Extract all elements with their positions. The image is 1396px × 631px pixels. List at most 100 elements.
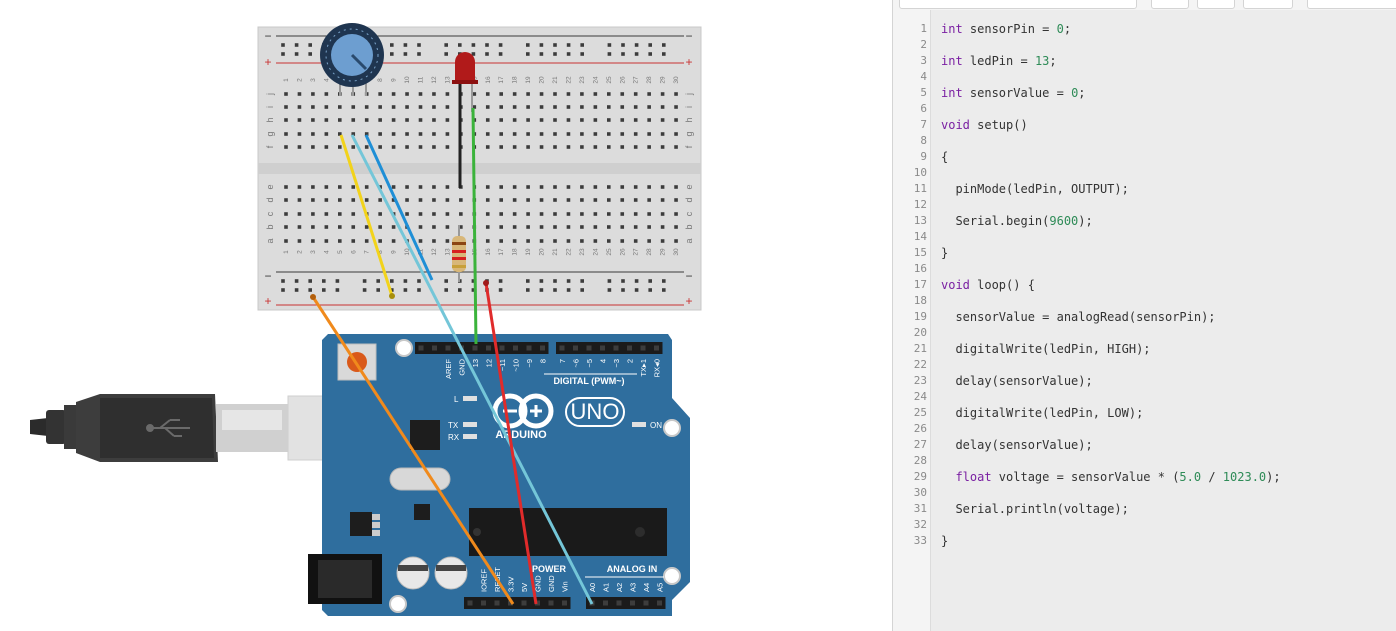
terminal-hole[interactable] bbox=[324, 239, 329, 243]
rail-hole[interactable] bbox=[281, 288, 285, 292]
terminal-hole[interactable] bbox=[526, 145, 530, 149]
terminal-hole[interactable] bbox=[311, 185, 315, 189]
terminal-hole[interactable] bbox=[526, 212, 530, 216]
terminal-hole[interactable] bbox=[472, 105, 477, 109]
terminal-hole[interactable] bbox=[566, 198, 571, 202]
code-line[interactable]: void setup() bbox=[941, 117, 1028, 133]
terminal-hole[interactable] bbox=[297, 225, 302, 229]
terminal-hole[interactable] bbox=[378, 92, 382, 96]
terminal-hole[interactable] bbox=[364, 225, 369, 229]
terminal-hole[interactable] bbox=[418, 185, 423, 189]
terminal-hole[interactable] bbox=[512, 118, 517, 122]
code-line[interactable]: { bbox=[941, 149, 948, 165]
terminal-hole[interactable] bbox=[526, 132, 530, 136]
rail-hole[interactable] bbox=[539, 52, 544, 56]
terminal-hole[interactable] bbox=[660, 212, 665, 216]
rail-hole[interactable] bbox=[322, 288, 326, 292]
rail-hole[interactable] bbox=[376, 279, 380, 283]
terminal-hole[interactable] bbox=[391, 198, 396, 202]
terminal-hole[interactable] bbox=[445, 225, 450, 229]
terminal-hole[interactable] bbox=[607, 132, 611, 136]
rail-hole[interactable] bbox=[390, 52, 394, 56]
terminal-hole[interactable] bbox=[620, 185, 625, 189]
terminal-hole[interactable] bbox=[324, 225, 329, 229]
terminal-hole[interactable] bbox=[607, 198, 611, 202]
header-pin[interactable] bbox=[526, 345, 532, 351]
terminal-hole[interactable] bbox=[324, 105, 329, 109]
terminal-hole[interactable] bbox=[553, 92, 557, 96]
terminal-hole[interactable] bbox=[311, 92, 315, 96]
terminal-hole[interactable] bbox=[405, 105, 409, 109]
rail-hole[interactable] bbox=[580, 43, 584, 47]
terminal-hole[interactable] bbox=[338, 239, 342, 243]
terminal-hole[interactable] bbox=[445, 239, 450, 243]
terminal-hole[interactable] bbox=[512, 198, 517, 202]
rail-hole[interactable] bbox=[403, 43, 408, 47]
code-line[interactable]: pinMode(ledPin, OUTPUT); bbox=[941, 181, 1128, 197]
rail-hole[interactable] bbox=[417, 279, 421, 283]
terminal-hole[interactable] bbox=[620, 239, 625, 243]
terminal-hole[interactable] bbox=[647, 212, 651, 216]
terminal-hole[interactable] bbox=[512, 225, 517, 229]
code-line[interactable]: Serial.begin(9600); bbox=[941, 213, 1092, 229]
terminal-hole[interactable] bbox=[432, 212, 436, 216]
rail-hole[interactable] bbox=[308, 279, 312, 283]
rail-hole[interactable] bbox=[539, 43, 544, 47]
rail-hole[interactable] bbox=[308, 43, 312, 47]
terminal-hole[interactable] bbox=[593, 212, 598, 216]
terminal-hole[interactable] bbox=[432, 185, 436, 189]
terminal-hole[interactable] bbox=[445, 118, 450, 122]
rail-hole[interactable] bbox=[390, 288, 394, 292]
terminal-hole[interactable] bbox=[405, 92, 409, 96]
terminal-hole[interactable] bbox=[485, 105, 490, 109]
terminal-hole[interactable] bbox=[539, 92, 544, 96]
header-pin[interactable] bbox=[613, 345, 619, 351]
header-pin[interactable] bbox=[654, 345, 659, 351]
terminal-hole[interactable] bbox=[284, 92, 288, 96]
terminal-hole[interactable] bbox=[364, 105, 369, 109]
terminal-hole[interactable] bbox=[620, 225, 625, 229]
terminal-hole[interactable] bbox=[351, 239, 356, 243]
code-line[interactable]: digitalWrite(ledPin, LOW); bbox=[941, 405, 1143, 421]
rail-hole[interactable] bbox=[403, 52, 408, 56]
rail-hole[interactable] bbox=[471, 52, 476, 56]
terminal-hole[interactable] bbox=[311, 118, 315, 122]
terminal-hole[interactable] bbox=[647, 239, 651, 243]
red-led[interactable] bbox=[452, 52, 478, 188]
terminal-hole[interactable] bbox=[593, 185, 598, 189]
rail-hole[interactable] bbox=[553, 52, 557, 56]
rail-hole[interactable] bbox=[376, 288, 380, 292]
terminal-hole[interactable] bbox=[405, 212, 409, 216]
code-line[interactable]: digitalWrite(ledPin, HIGH); bbox=[941, 341, 1150, 357]
terminal-hole[interactable] bbox=[526, 118, 530, 122]
terminal-hole[interactable] bbox=[391, 105, 396, 109]
terminal-hole[interactable] bbox=[391, 185, 396, 189]
terminal-hole[interactable] bbox=[284, 105, 288, 109]
terminal-hole[interactable] bbox=[566, 239, 571, 243]
terminal-hole[interactable] bbox=[647, 185, 651, 189]
terminal-hole[interactable] bbox=[459, 225, 463, 229]
terminal-hole[interactable] bbox=[324, 118, 329, 122]
terminal-hole[interactable] bbox=[364, 145, 369, 149]
terminal-hole[interactable] bbox=[324, 145, 329, 149]
terminal-hole[interactable] bbox=[539, 118, 544, 122]
terminal-hole[interactable] bbox=[364, 185, 369, 189]
terminal-hole[interactable] bbox=[297, 105, 302, 109]
header-pin[interactable] bbox=[432, 345, 437, 351]
rail-hole[interactable] bbox=[607, 43, 612, 47]
terminal-hole[interactable] bbox=[284, 225, 288, 229]
terminal-hole[interactable] bbox=[539, 185, 544, 189]
terminal-hole[interactable] bbox=[593, 105, 598, 109]
terminal-hole[interactable] bbox=[566, 185, 571, 189]
rail-hole[interactable] bbox=[403, 279, 408, 283]
rail-hole[interactable] bbox=[458, 43, 462, 47]
terminal-hole[interactable] bbox=[351, 105, 356, 109]
terminal-hole[interactable] bbox=[284, 198, 288, 202]
terminal-hole[interactable] bbox=[297, 212, 302, 216]
rail-hole[interactable] bbox=[621, 288, 625, 292]
terminal-hole[interactable] bbox=[311, 225, 315, 229]
header-pin[interactable] bbox=[548, 600, 554, 606]
header-pin[interactable] bbox=[640, 345, 646, 351]
terminal-hole[interactable] bbox=[633, 239, 638, 243]
header-pin[interactable] bbox=[499, 345, 505, 351]
